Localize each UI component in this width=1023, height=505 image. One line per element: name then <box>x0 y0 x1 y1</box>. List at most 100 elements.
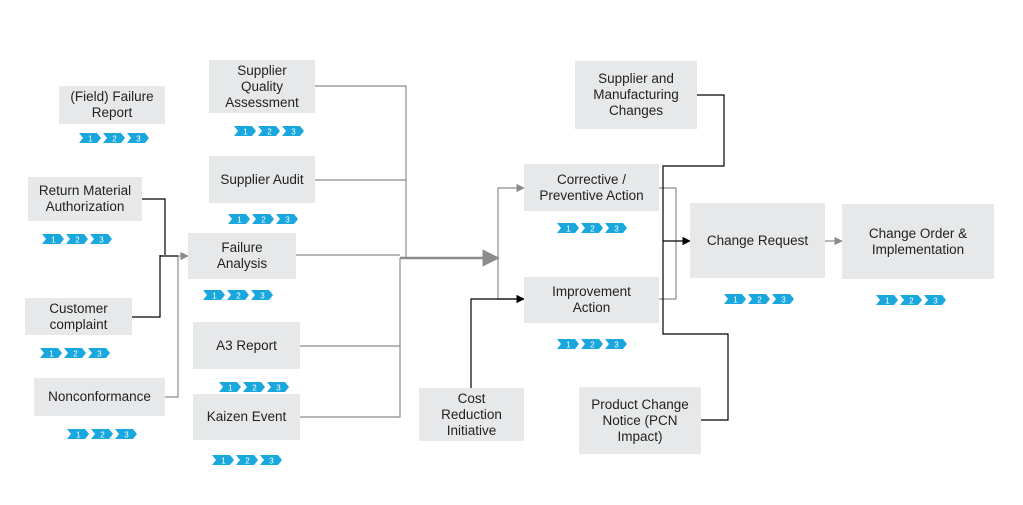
connector-cost-reduction-to-improvement <box>470 294 525 388</box>
step-number: 2 <box>100 430 105 439</box>
step-chevron <box>203 290 225 300</box>
step-chevron <box>557 339 579 349</box>
step-chevron <box>212 455 234 465</box>
node-cost-reduction-initiative: Cost Reduction Initiative <box>419 388 524 441</box>
node-failure-analysis: Failure Analysis <box>188 233 296 279</box>
step-chevron <box>876 295 898 305</box>
step-number: 2 <box>236 291 241 300</box>
step-chevron <box>236 455 258 465</box>
step-number: 1 <box>566 340 571 349</box>
step-chevron <box>252 214 274 224</box>
node-a3-report: A3 Report <box>193 322 300 369</box>
connector-nonconformance-to-failure-analysis <box>165 251 189 398</box>
node-customer-complaint: Customer complaint <box>25 298 132 335</box>
node-field-failure-report: (Field) Failure Report <box>59 86 165 124</box>
connector-kaizen-to-bus <box>300 258 401 418</box>
step-number: 1 <box>566 224 571 233</box>
step-chevron <box>67 429 89 439</box>
step-number: 2 <box>73 349 78 358</box>
step-chevron <box>115 429 137 439</box>
step-number: 2 <box>112 134 117 143</box>
step-number: 1 <box>221 456 226 465</box>
step-number: 2 <box>267 127 272 136</box>
steps-supplier-quality-assessment: 1 2 3 <box>234 126 304 136</box>
step-number: 3 <box>99 235 104 244</box>
node-nonconformance: Nonconformance <box>34 378 165 416</box>
node-supplier-audit: Supplier Audit <box>209 156 315 203</box>
step-number: 1 <box>212 291 217 300</box>
step-chevron <box>103 133 125 143</box>
step-number: 1 <box>885 296 890 305</box>
connector-capa-to-change-request <box>659 187 677 241</box>
node-product-change-notice: Product Change Notice (PCN Impact) <box>579 387 701 454</box>
step-chevron <box>234 126 256 136</box>
steps-failure-analysis: 1 2 3 <box>203 290 273 300</box>
step-chevron <box>258 126 280 136</box>
step-chevron <box>900 295 922 305</box>
node-corrective-preventive-action: Corrective / Preventive Action <box>524 164 659 211</box>
step-chevron <box>772 294 794 304</box>
step-chevron <box>91 429 113 439</box>
step-number: 2 <box>252 383 257 392</box>
step-chevron <box>276 214 298 224</box>
step-number: 3 <box>260 291 265 300</box>
step-number: 3 <box>614 340 619 349</box>
node-change-request: Change Request <box>690 203 825 278</box>
step-number: 1 <box>88 134 93 143</box>
step-chevron <box>605 339 627 349</box>
node-kaizen-event: Kaizen Event <box>193 394 300 440</box>
step-chevron <box>260 455 282 465</box>
step-number: 1 <box>237 215 242 224</box>
step-chevron <box>90 234 112 244</box>
node-supplier-manufacturing-changes: Supplier and Manufacturing Changes <box>575 61 697 129</box>
step-number: 3 <box>781 295 786 304</box>
step-number: 3 <box>285 215 290 224</box>
step-chevron <box>557 223 579 233</box>
step-number: 2 <box>245 456 250 465</box>
step-chevron <box>243 382 265 392</box>
step-chevron <box>64 348 86 358</box>
step-number: 3 <box>933 296 938 305</box>
step-chevron <box>227 290 249 300</box>
step-number: 1 <box>49 349 54 358</box>
step-chevron <box>581 339 603 349</box>
step-chevron <box>228 214 250 224</box>
step-number: 1 <box>243 127 248 136</box>
node-return-material-authorization: Return Material Authorization <box>28 177 142 221</box>
step-chevron <box>282 126 304 136</box>
node-improvement-action: Improvement Action <box>524 277 659 323</box>
connector-bus-to-capa <box>497 183 525 258</box>
connector-bus-to-improvement <box>497 258 524 300</box>
step-chevron <box>924 295 946 305</box>
connector-rma-to-failure-analysis <box>142 198 166 255</box>
step-chevron <box>66 234 88 244</box>
step-chevron <box>40 348 62 358</box>
node-supplier-quality-assessment: Supplier Quality Assessment <box>209 60 315 113</box>
step-chevron <box>42 234 64 244</box>
node-change-order-implementation: Change Order & Implementation <box>842 204 994 279</box>
step-chevron <box>605 223 627 233</box>
step-number: 3 <box>136 134 141 143</box>
step-chevron <box>79 133 101 143</box>
step-chevron <box>581 223 603 233</box>
step-number: 1 <box>228 383 233 392</box>
step-number: 1 <box>76 430 81 439</box>
step-number: 2 <box>590 224 595 233</box>
step-chevron <box>219 382 241 392</box>
connector-improvement-to-change-request <box>659 241 677 300</box>
step-chevron <box>127 133 149 143</box>
step-number: 3 <box>291 127 296 136</box>
step-chevron <box>748 294 770 304</box>
connector-supplier-mfg-to-change-request <box>662 94 725 241</box>
